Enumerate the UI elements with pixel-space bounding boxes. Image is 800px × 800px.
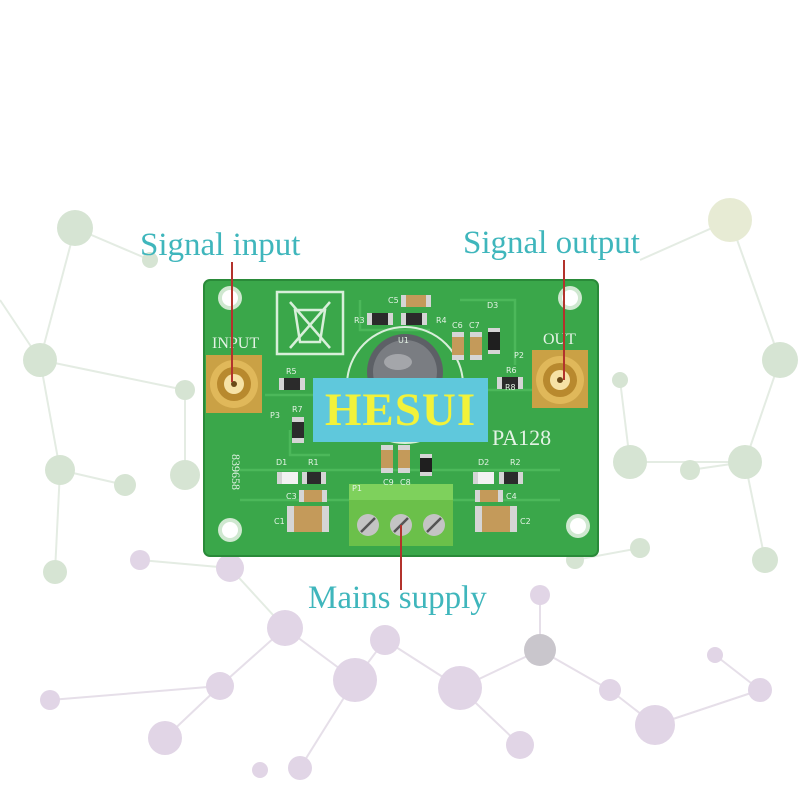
designator: R6 (506, 366, 517, 375)
silk-output-label: OUT (543, 331, 576, 348)
designator: R3 (354, 316, 365, 325)
smd-components (277, 295, 523, 532)
designator: C9 (383, 478, 394, 487)
brand-text: HESUI (324, 384, 477, 436)
designator: D3 (487, 301, 498, 310)
signal-output-callout: Signal output (463, 225, 640, 261)
designator: C7 (469, 321, 480, 330)
designator: C6 (452, 321, 463, 330)
silk-input-label: INPUT (212, 335, 259, 352)
mains-supply-callout: Mains supply (308, 580, 487, 616)
designator: P3 (270, 411, 280, 420)
designator: R8 (505, 383, 516, 392)
designator: C4 (506, 492, 517, 501)
background-nodes (23, 198, 798, 584)
sma-output-connector[interactable] (532, 350, 588, 408)
designator: D2 (478, 458, 489, 467)
designator: R5 (286, 367, 297, 376)
sma-input-connector[interactable] (206, 355, 262, 413)
designator: D1 (276, 458, 287, 467)
designator: C5 (388, 296, 399, 305)
weee-symbol-icon (275, 290, 345, 356)
designator: R7 (292, 405, 303, 414)
designator: R1 (308, 458, 319, 467)
designator: C8 (400, 478, 411, 487)
designator: C2 (520, 517, 531, 526)
chip-marking: PA128 (492, 425, 551, 450)
designator: P1 (352, 484, 362, 493)
designator: U1 (398, 336, 409, 345)
leader-lines (231, 260, 565, 590)
designator: C3 (286, 492, 297, 501)
designator: R2 (510, 458, 521, 467)
background-nodes-lower (40, 550, 772, 780)
signal-input-callout: Signal input (140, 227, 301, 263)
designator: P2 (514, 351, 524, 360)
designator: R4 (436, 316, 447, 325)
designator-labels: R3 C5 R4 C6 C7 D3 P2 U1 R6 P3 R7 R5 D1 R… (270, 296, 531, 526)
designator: C1 (274, 517, 285, 526)
serial-number: 839658 (229, 454, 243, 490)
brand-watermark: HESUI (313, 378, 488, 442)
